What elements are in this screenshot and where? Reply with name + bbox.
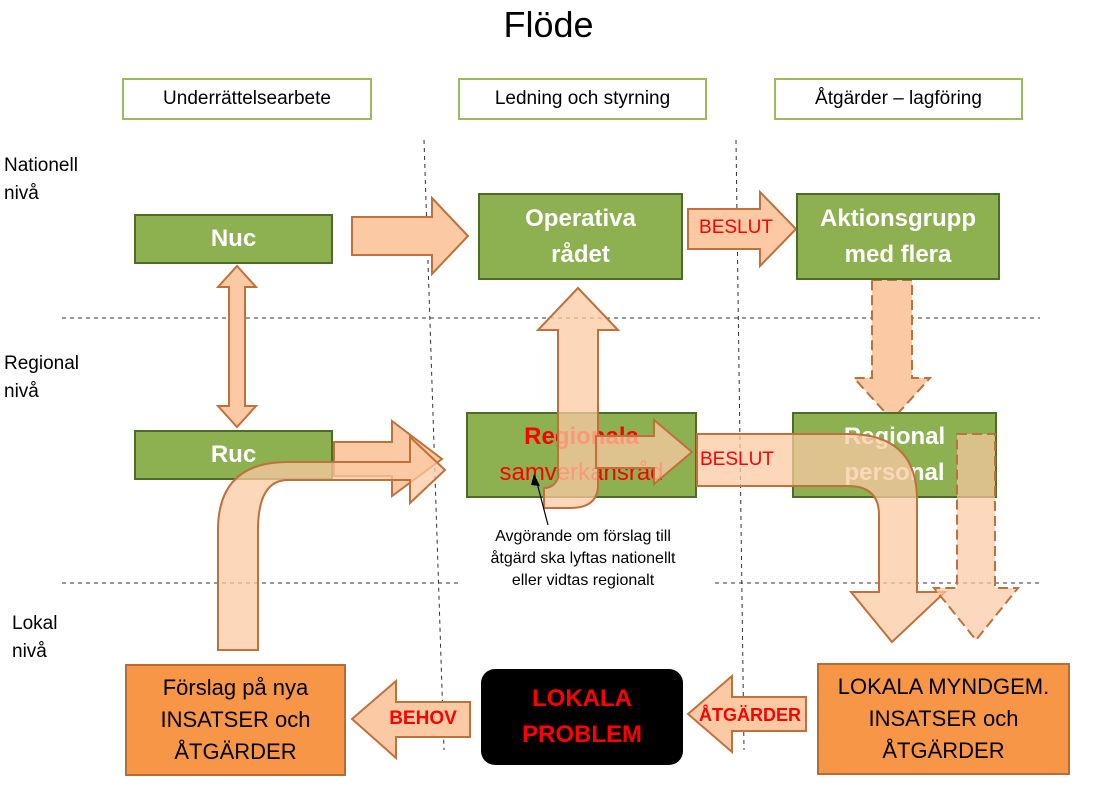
note-line2: åtgärd ska lyftas nationellt [490, 550, 676, 567]
node-aktionsgrupp-line1: Aktionsgrupp [820, 204, 976, 232]
arrow-beslut-top [687, 189, 798, 269]
node-lokala-problem: LOKALA PROBLEM [481, 669, 683, 765]
level-regional-line1: Regional [4, 353, 79, 374]
node-forslag: Förslag på nya INSATSER och ÅTGÄRDER [125, 664, 346, 776]
level-local-line2: nivå [12, 641, 47, 662]
arrow-forslag-curve-up [217, 434, 447, 651]
node-lokala-myndgem-line1: LOKALA MYNDGEM. [837, 674, 1050, 699]
arrow-beslut-mid [696, 433, 948, 644]
arrow-aktionsgrupp-down-dashed [851, 279, 933, 422]
label-atgarder: ÅTGÄRDER [699, 705, 801, 725]
note-line1: Avgörande om förslag till [495, 528, 671, 545]
node-lokala-myndgem-line2: INSATSER och [868, 706, 1019, 731]
node-aktionsgrupp: Aktionsgrupp med flera [796, 193, 1000, 280]
separator-vertical-left [423, 139, 445, 751]
level-regional: Regional nivå [4, 350, 79, 406]
column-header-atgarder: Åtgärder – lagföring [774, 78, 1023, 120]
label-beslut-top: BESLUT [699, 217, 773, 238]
column-header-ledning: Ledning och styrning [458, 78, 707, 120]
level-local-line1: Lokal [12, 613, 58, 634]
note-pointer-head [531, 474, 540, 486]
arrow-regionala-inner [595, 417, 694, 487]
level-national-line1: Nationell [4, 155, 78, 176]
node-lokala-problem-line1: LOKALA [532, 685, 632, 712]
node-operativa-line1: Operativa [525, 204, 636, 232]
level-national-line2: nivå [4, 183, 39, 204]
note-pointer-line [535, 478, 549, 526]
node-forslag-line2: INSATSER och [160, 707, 311, 732]
page-title: Flöde [503, 4, 594, 45]
note-line3: eller vidtas regionalt [511, 572, 655, 589]
node-lokala-myndgem-line3: ÅTGÄRDER [882, 738, 1005, 763]
node-forslag-line1: Förslag på nya [162, 675, 309, 700]
node-operativa-line2: rådet [551, 240, 610, 268]
arrow-regionala-up [535, 286, 621, 509]
node-forslag-line3: ÅTGÄRDER [174, 739, 297, 764]
arrow-atgarder [686, 673, 807, 755]
level-national: Nationell nivå [4, 152, 78, 208]
arrow-regional-personal-down-dashed [931, 433, 1021, 642]
level-local: Lokal nivå [12, 610, 57, 666]
note-avgorande: Avgörande om förslag till åtgärd ska lyf… [455, 526, 711, 592]
node-operativa-radet: Operativa rådet [478, 193, 683, 280]
node-lokala-myndgem: LOKALA MYNDGEM. INSATSER och ÅTGÄRDER [817, 663, 1070, 775]
node-lokala-problem-line2: PROBLEM [522, 721, 642, 748]
arrow-nuc-ruc-double [215, 264, 259, 429]
node-aktionsgrupp-line2: med flera [844, 240, 952, 268]
column-header-underrattelse: Underrättelsearbete [122, 78, 372, 120]
level-regional-line2: nivå [4, 381, 39, 402]
label-behov: BEHOV [389, 708, 457, 729]
label-beslut-mid: BESLUT [700, 449, 774, 470]
node-nuc: Nuc [134, 214, 333, 264]
arrow-nuc-to-operativa [351, 195, 470, 277]
arrow-behov [350, 678, 471, 761]
